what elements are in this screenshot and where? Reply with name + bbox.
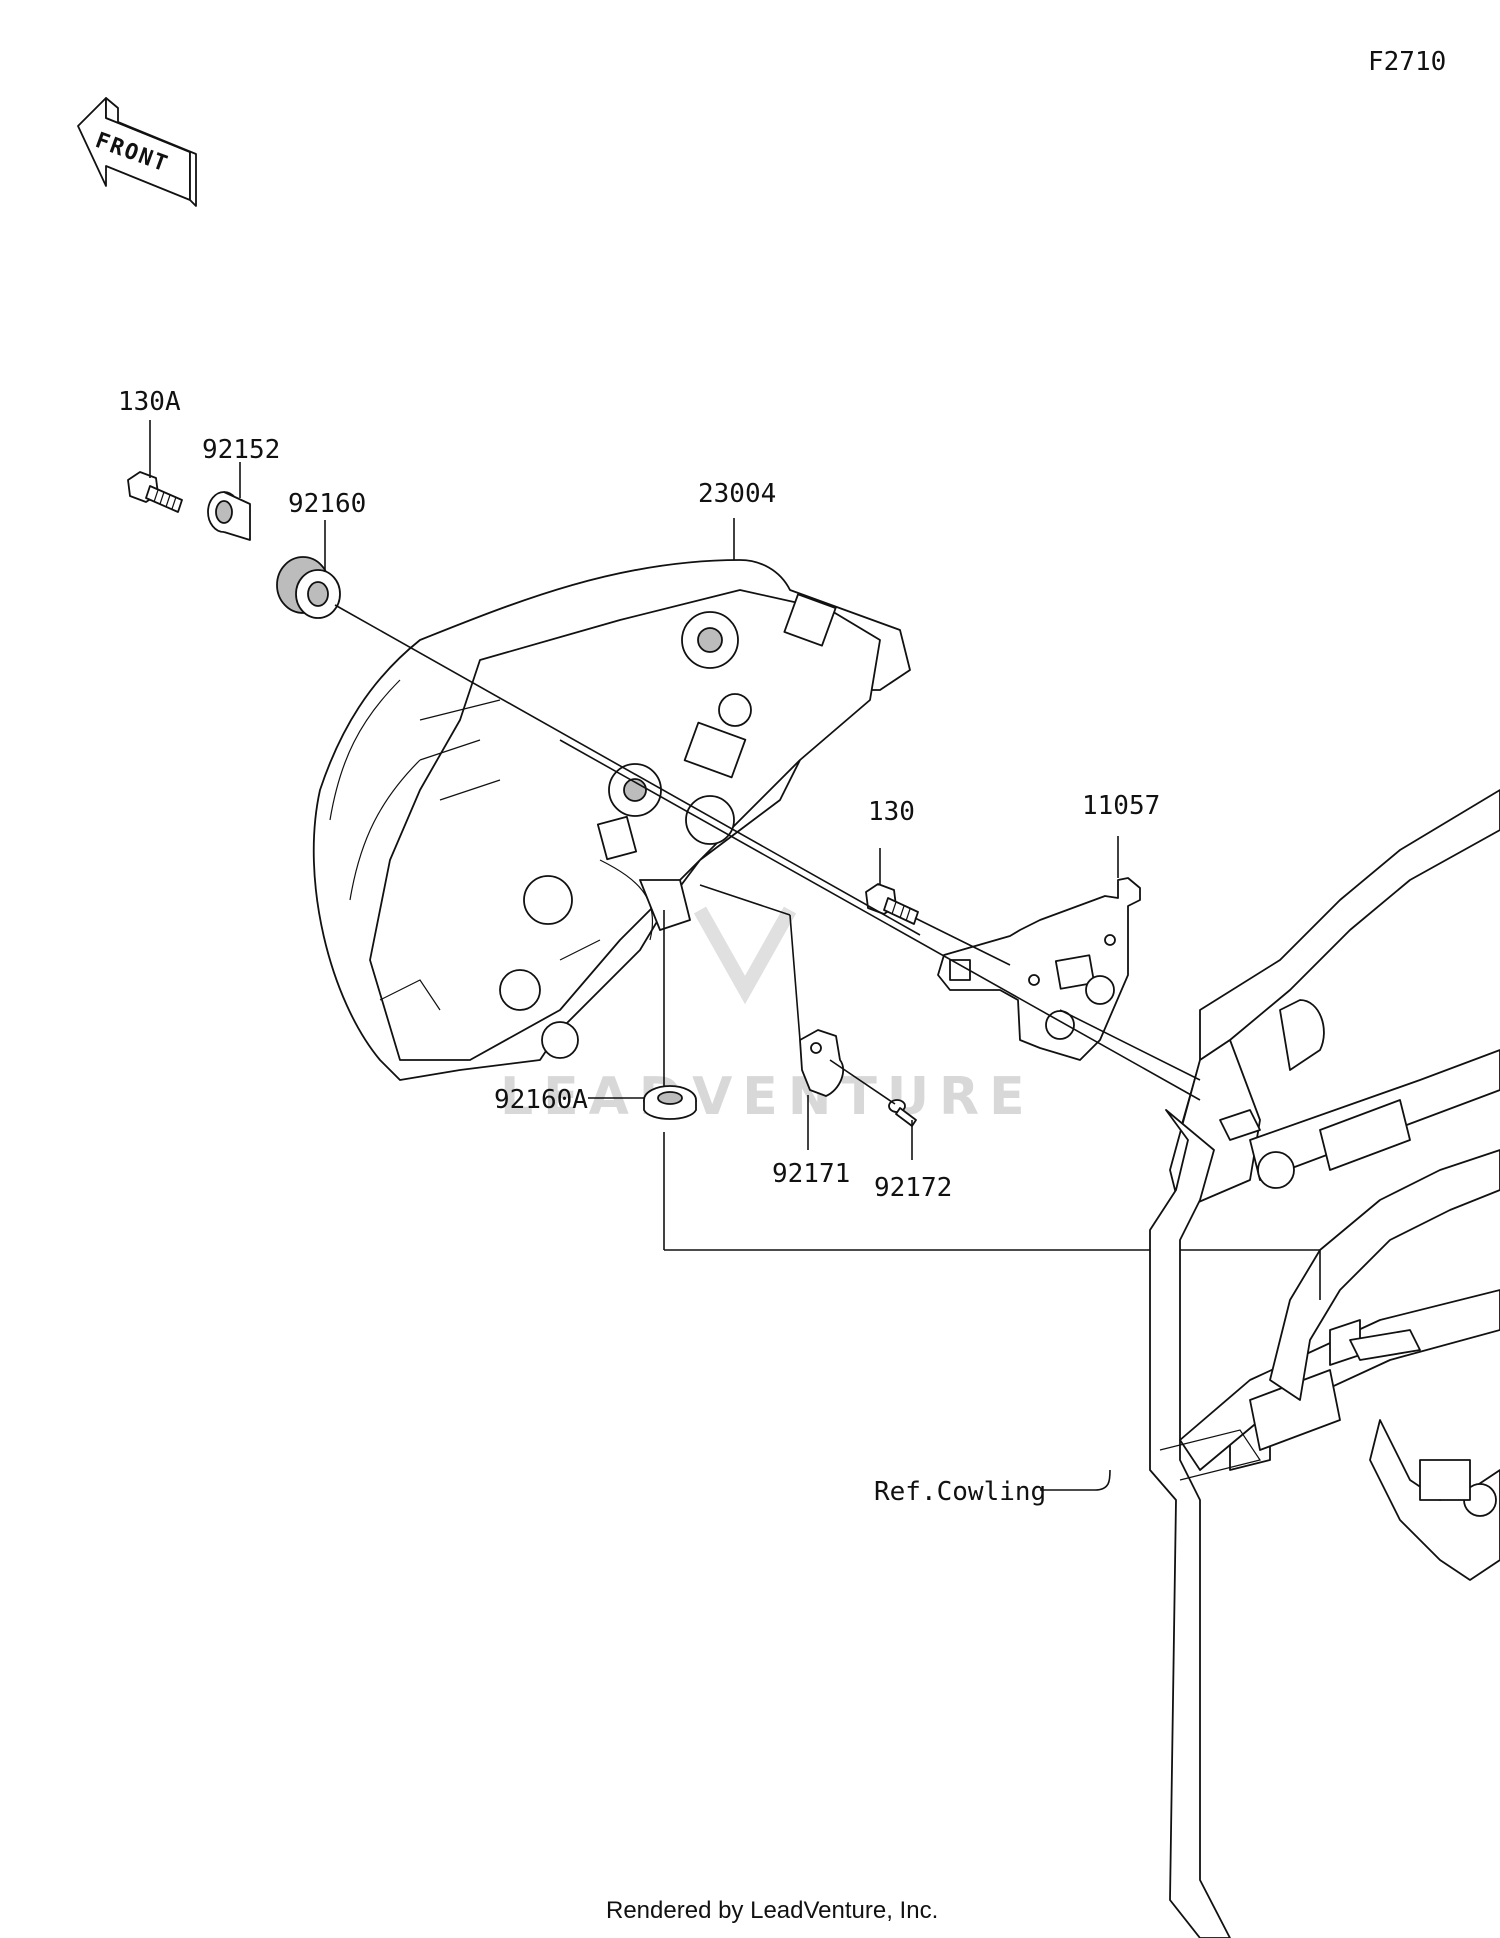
bolt-130 xyxy=(865,883,919,925)
collar-92152 xyxy=(207,491,251,541)
watermark: LEADVENTURE xyxy=(500,906,1035,1127)
label-130: 130 xyxy=(868,797,915,827)
leader-lines xyxy=(149,420,1321,1491)
front-arrow-icon: FRONT xyxy=(77,97,197,207)
label-23004: 23004 xyxy=(698,479,776,509)
label-ref-cowling: Ref.Cowling xyxy=(874,1477,1046,1507)
label-92171: 92171 xyxy=(772,1159,850,1189)
footer-credit: Rendered by LeadVenture, Inc. xyxy=(606,1897,938,1924)
grommet-92160a xyxy=(643,1085,697,1120)
watermark-text: LEADVENTURE xyxy=(500,1067,1035,1127)
label-92160a: 92160A xyxy=(494,1085,588,1115)
label-92160: 92160 xyxy=(288,489,366,519)
grommet-92160 xyxy=(276,556,341,619)
clamp-92171 xyxy=(799,1029,845,1097)
bolt-130a xyxy=(127,471,183,513)
label-92172: 92172 xyxy=(874,1173,952,1203)
label-11057: 11057 xyxy=(1082,791,1160,821)
label-92152: 92152 xyxy=(202,435,280,465)
diagram-code: F2710 xyxy=(1368,47,1446,77)
label-130a: 130A xyxy=(118,387,181,417)
cowling-frame xyxy=(1149,789,1500,1938)
meter-assembly-23004 xyxy=(312,559,911,1081)
part-labels: 130A 92152 92160 23004 130 11057 92160A … xyxy=(118,387,1160,1507)
